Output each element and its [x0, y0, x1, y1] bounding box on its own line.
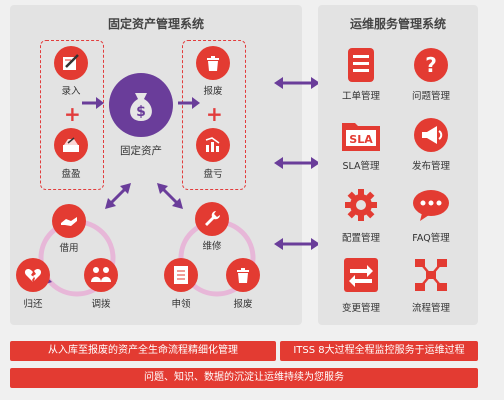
- document-list-icon[interactable]: [340, 44, 382, 86]
- inventory-surplus-label: 盘盈: [61, 169, 81, 180]
- sla-folder-icon[interactable]: SLA: [338, 114, 384, 156]
- lifecycle-summary-bar: 从入库至报废的资产全生命流程精细化管理: [10, 341, 276, 361]
- itss-summary-bar: ITSS 8大过程全程监控服务于运维过程: [280, 341, 478, 361]
- asset-panel-title: 固定资产管理系统: [107, 17, 204, 31]
- input-group-box: [40, 40, 104, 190]
- trash-icon[interactable]: [226, 258, 260, 292]
- change-management-label: 变更管理: [341, 303, 381, 314]
- double-arrow-icon: [274, 77, 320, 89]
- sla-text: SLA: [349, 133, 373, 146]
- bar-chart-down-icon[interactable]: [196, 128, 230, 162]
- faq-management-label: FAQ管理: [412, 233, 450, 244]
- process-management-label: 流程管理: [411, 303, 451, 314]
- gear-icon[interactable]: [340, 184, 382, 226]
- fixed-asset-label: 固定资产: [120, 145, 162, 157]
- arrow-right-icon: [178, 97, 200, 109]
- entry-label: 录入: [61, 86, 81, 97]
- inventory-loss-label: 盘亏: [203, 169, 223, 180]
- form-icon[interactable]: [164, 258, 198, 292]
- sla-management-label: SLA管理: [342, 161, 380, 172]
- scrap-label-2: 报废: [233, 299, 253, 310]
- svg-text:$: $: [136, 104, 146, 120]
- swap-arrows-icon[interactable]: [340, 254, 382, 296]
- borrow-label: 借用: [59, 243, 79, 254]
- scrap-label: 报废: [203, 86, 223, 97]
- plus-icon: +: [64, 102, 81, 126]
- problem-management-label: 问题管理: [411, 91, 451, 102]
- money-bag-icon[interactable]: $: [109, 73, 173, 137]
- double-arrow-icon: [105, 183, 131, 209]
- repair-label: 维修: [202, 241, 222, 252]
- question-mark-icon[interactable]: ?: [410, 44, 452, 86]
- flowchart-icon[interactable]: [410, 254, 452, 296]
- plus-icon: +: [206, 102, 223, 126]
- transfer-label: 调拨: [91, 299, 111, 310]
- knowledge-summary-bar: 问题、知识、数据的沉淀让运维持续为您服务: [10, 368, 478, 388]
- people-transfer-icon[interactable]: [84, 258, 118, 292]
- disposal-group-box: [182, 40, 246, 190]
- double-arrow-icon: [157, 183, 183, 209]
- apply-label: 申领: [171, 299, 191, 310]
- release-management-label: 发布管理: [411, 161, 451, 172]
- chat-bubble-icon[interactable]: [410, 184, 452, 226]
- svg-text:?: ?: [425, 53, 437, 77]
- megaphone-icon[interactable]: [410, 114, 452, 156]
- double-arrow-icon: [274, 238, 320, 250]
- ticket-management-label: 工单管理: [341, 91, 381, 102]
- return-label: 归还: [23, 299, 43, 310]
- config-management-label: 配置管理: [341, 233, 381, 244]
- wrench-icon[interactable]: [195, 202, 229, 236]
- broken-heart-icon[interactable]: [16, 258, 50, 292]
- inventory-surplus-icon[interactable]: [54, 128, 88, 162]
- ops-panel-title: 运维服务管理系统: [349, 17, 446, 31]
- trash-icon[interactable]: [196, 46, 230, 80]
- double-arrow-icon: [274, 157, 320, 169]
- arrow-right-icon: [82, 97, 104, 109]
- entry-pen-icon[interactable]: [54, 46, 88, 80]
- handshake-icon[interactable]: [52, 204, 86, 238]
